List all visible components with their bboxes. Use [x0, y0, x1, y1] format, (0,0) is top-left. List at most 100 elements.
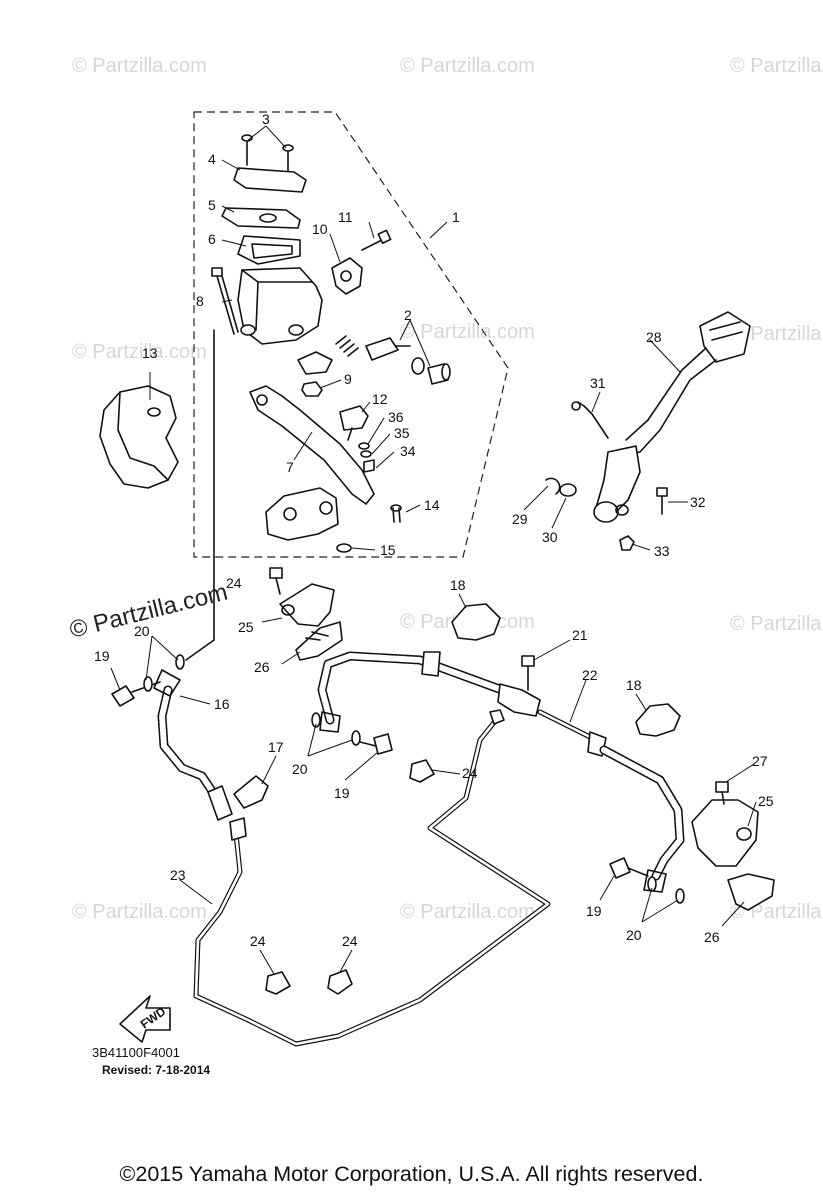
- callout-13: 13: [142, 345, 158, 361]
- union-bolt-right: [609, 857, 685, 904]
- bolt-8: [211, 267, 239, 335]
- brake-pedal: [593, 311, 751, 523]
- watermark: © Partzilla.com: [730, 323, 823, 345]
- bolt-27-right: [715, 781, 729, 805]
- watermark-layer: © Partzilla.com © Partzilla.com © Partzi…: [67, 55, 823, 923]
- callout-22: 22: [582, 667, 598, 683]
- callout-31: 31: [590, 375, 606, 391]
- diaphragm: [237, 235, 301, 265]
- revision-date: Revised: 7-18-2014: [102, 1063, 211, 1077]
- callout-3: 3: [262, 111, 270, 127]
- callout-20-right: 20: [626, 927, 642, 943]
- callout-19-left: 19: [94, 648, 110, 664]
- union-bolt-middle: [311, 712, 393, 755]
- callout-21: 21: [572, 627, 588, 643]
- callout-20-middle: 20: [292, 761, 308, 777]
- pipe-clip: [489, 709, 505, 725]
- bolt-11: [361, 229, 392, 251]
- callout-36: 36: [388, 409, 404, 425]
- callout-16: 16: [214, 696, 230, 712]
- watermark: © Partzilla.com: [72, 341, 207, 363]
- watermark: © Partzilla.com: [400, 55, 535, 77]
- hose-clip: [233, 775, 269, 809]
- callout-6: 6: [208, 231, 216, 247]
- master-cylinder-clamp: [265, 487, 339, 541]
- callout-5: 5: [208, 197, 216, 213]
- brake-lever: [249, 385, 375, 505]
- bushing: [559, 483, 577, 497]
- callout-11: 11: [338, 209, 353, 225]
- callout-18-right: 18: [626, 677, 642, 693]
- callout-20-left: 20: [134, 623, 150, 639]
- watermark: © Partzilla.com: [400, 321, 535, 343]
- watermark: © Partzilla.com: [72, 901, 207, 923]
- bolt-27-left: [269, 567, 283, 595]
- fwd-arrow-icon: FWD: [119, 995, 171, 1043]
- callout-24-bottom-left: 24: [250, 933, 266, 949]
- connection-line: [185, 639, 215, 661]
- callout-35: 35: [394, 425, 410, 441]
- callout-33: 33: [654, 543, 670, 559]
- hose-clamp-left: [295, 621, 343, 661]
- bolt-32: [656, 487, 668, 515]
- callout-26-left: 26: [254, 659, 270, 675]
- pin-14: [390, 504, 402, 523]
- diaphragm-plate: [221, 207, 301, 229]
- master-cylinder-body: [237, 267, 323, 345]
- diagram-code: 3B41100F4001: [92, 1045, 180, 1060]
- callout-labels: 1 2 3 4 5 6 7 8 9 10 11 12 13 14 15 16 1…: [94, 111, 774, 949]
- pipe-clip: [409, 759, 435, 783]
- callout-8: 8: [196, 293, 204, 309]
- brake-switch: [339, 405, 369, 431]
- callout-17: 17: [268, 739, 284, 755]
- callout-26-right: 26: [704, 929, 720, 945]
- callout-29: 29: [512, 511, 528, 527]
- callout-10: 10: [312, 221, 328, 237]
- hose-holder-top: [451, 603, 501, 641]
- pipe-clip: [327, 969, 353, 995]
- callout-4: 4: [208, 151, 216, 167]
- brake-pipe: [193, 717, 551, 1047]
- callout-15: 15: [380, 542, 396, 558]
- callout-1: 1: [452, 209, 460, 225]
- callout-19-right: 19: [586, 903, 602, 919]
- callout-27: 27: [752, 753, 768, 769]
- callout-28: 28: [646, 329, 662, 345]
- reservoir-cap: [233, 167, 307, 193]
- piston-kit: [335, 335, 451, 385]
- callout-24-bottom-right: 24: [342, 933, 358, 949]
- callout-30: 30: [542, 529, 558, 545]
- hose-guide-right: [691, 799, 759, 867]
- callout-23: 23: [170, 867, 186, 883]
- callout-24-extra: 24: [226, 575, 242, 591]
- nut-33: [619, 535, 635, 551]
- callout-25-left: 25: [238, 619, 254, 635]
- master-cylinder-assembly-outline: [193, 111, 509, 558]
- hose-guide-left: [279, 583, 335, 627]
- hose-holder-right: [635, 703, 681, 737]
- holder: [331, 257, 363, 295]
- callout-12: 12: [372, 391, 388, 407]
- watermark: © Partzilla.com: [400, 901, 535, 923]
- brake-hose-16: [153, 669, 233, 821]
- brake-hose-22: [317, 651, 685, 893]
- watermark: © Partzilla.com: [72, 55, 207, 77]
- copyright-notice: ©2015 Yamaha Motor Corporation, U.S.A. A…: [119, 1162, 704, 1186]
- pipe-clip: [265, 971, 291, 995]
- bolt-21: [521, 655, 535, 691]
- hose-clamp-right: [727, 873, 775, 911]
- callout-18-top: 18: [450, 577, 466, 593]
- return-spring: [577, 401, 609, 439]
- nut-9: [301, 381, 323, 397]
- callout-24-middle: 24: [462, 765, 478, 781]
- watermark: © Partzilla.com: [730, 55, 823, 77]
- washer-15: [336, 543, 352, 553]
- callout-2: 2: [404, 307, 412, 323]
- leader-lines: [110, 125, 757, 975]
- callout-14: 14: [424, 497, 440, 513]
- union-bolt-left: [111, 654, 185, 707]
- callout-9: 9: [344, 371, 352, 387]
- circlip: [545, 477, 561, 495]
